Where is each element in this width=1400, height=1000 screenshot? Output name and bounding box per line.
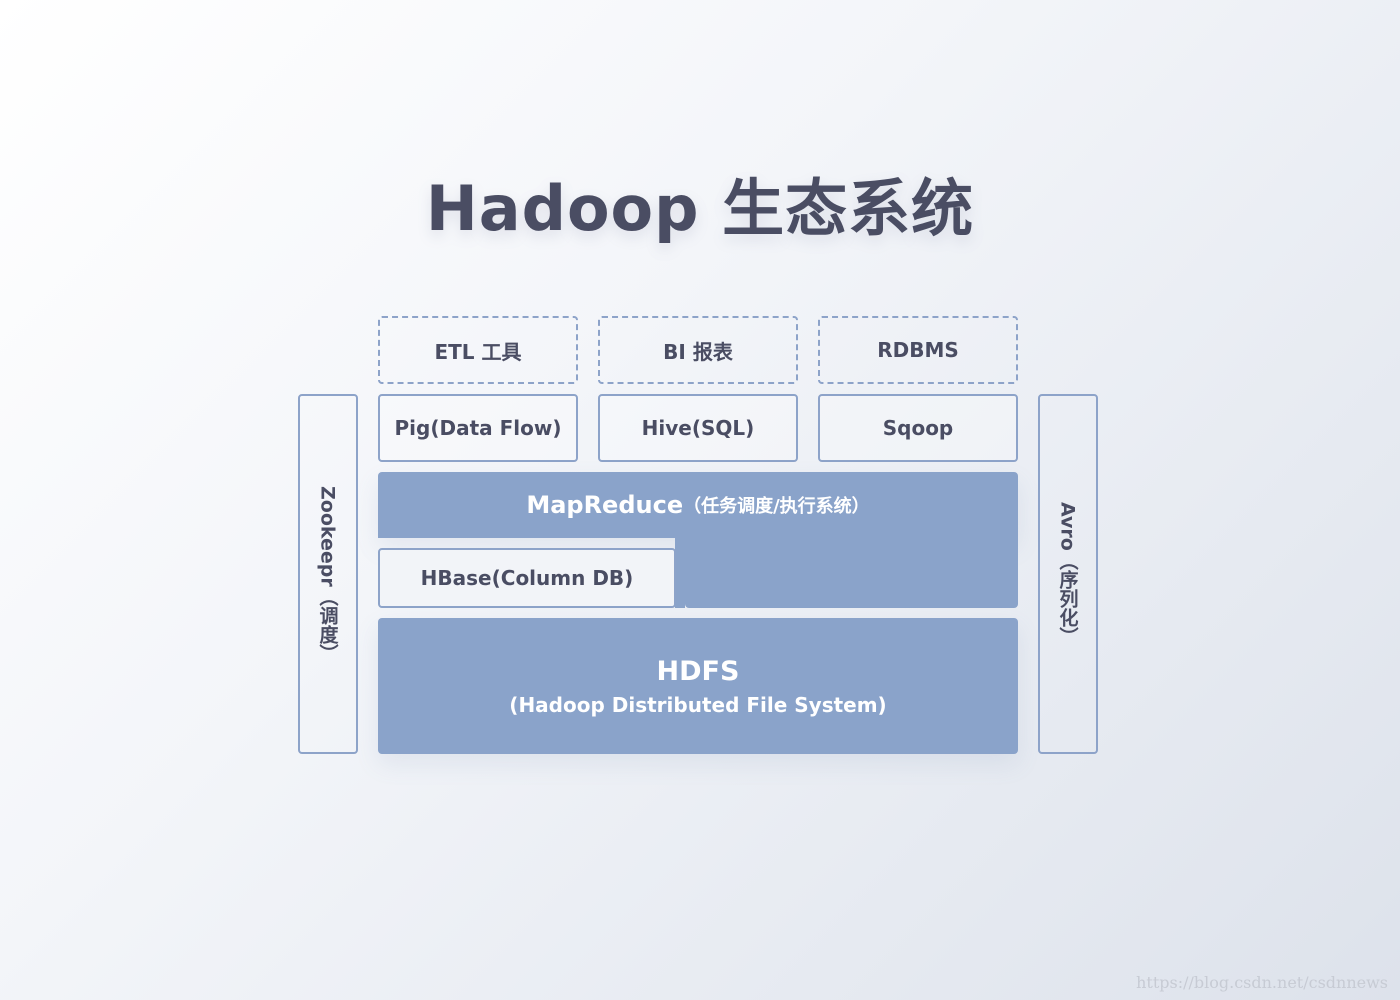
sqoop-box: Sqoop: [818, 394, 1018, 462]
mapreduce-notch-corner: [675, 538, 685, 608]
mapreduce-name: MapReduce: [526, 491, 684, 519]
zookeeper-label: Zookeepr（调度）: [316, 485, 339, 663]
etl-tools-label: ETL 工具: [434, 339, 522, 364]
mapreduce-block-extension: [685, 536, 1018, 608]
rdbms-label: RDBMS: [877, 338, 959, 362]
hdfs-block: HDFS (Hadoop Distributed File System): [378, 618, 1018, 754]
etl-tools-box: ETL 工具: [378, 316, 578, 384]
pig-label: Pig(Data Flow): [394, 416, 562, 440]
bi-report-box: BI 报表: [598, 316, 798, 384]
mapreduce-desc: （任务调度/执行系统）: [683, 496, 870, 517]
hbase-box: HBase(Column DB): [378, 548, 676, 608]
hive-label: Hive(SQL): [641, 416, 755, 440]
avro-label: Avro（序列化）: [1056, 502, 1079, 646]
diagram-title: Hadoop 生态系统: [425, 172, 975, 245]
hdfs-full-name: (Hadoop Distributed File System): [509, 692, 887, 717]
mapreduce-block: MapReduce （任务调度/执行系统）: [378, 472, 1018, 538]
rdbms-box: RDBMS: [818, 316, 1018, 384]
sqoop-label: Sqoop: [882, 416, 954, 440]
hive-box: Hive(SQL): [598, 394, 798, 462]
bi-report-label: BI 报表: [663, 339, 733, 364]
hbase-label: HBase(Column DB): [420, 566, 634, 590]
avro-sidebar: Avro（序列化）: [1038, 394, 1098, 754]
hdfs-name: HDFS: [656, 655, 740, 687]
zookeeper-sidebar: Zookeepr（调度）: [298, 394, 358, 754]
pig-box: Pig(Data Flow): [378, 394, 578, 462]
watermark: https://blog.csdn.net/csdnnews: [1136, 973, 1388, 992]
